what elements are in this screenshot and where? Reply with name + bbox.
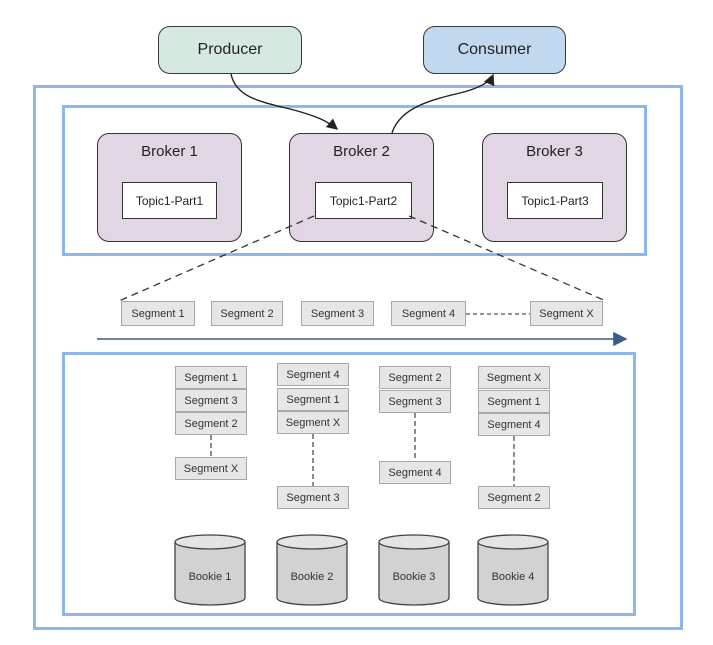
- bookie-4-cylinder: [477, 534, 549, 606]
- stored-segment: Segment 2: [478, 486, 550, 509]
- stored-segment: Segment 1: [478, 390, 550, 413]
- producer-label: Producer: [197, 41, 263, 58]
- producer-node: Producer: [158, 26, 302, 74]
- consumer-node: Consumer: [423, 26, 566, 74]
- bookie-1: Bookie 1: [175, 542, 245, 605]
- producer-to-broker-arrow: [230, 73, 339, 130]
- broker-layer-panel: [62, 105, 647, 256]
- bookie-label: Bookie 2: [290, 571, 334, 583]
- cluster-frame: [33, 85, 683, 630]
- broker-3: Broker 3 Topic1-Part3: [482, 133, 627, 242]
- stored-segment: Segment 1: [175, 366, 247, 389]
- segment-row-item: Segment X: [530, 301, 603, 326]
- stored-segment: Segment X: [478, 366, 550, 389]
- topic-partition: Topic1-Part1: [122, 182, 217, 219]
- segment-row-item: Segment 1: [121, 301, 195, 326]
- stored-segment: Segment 2: [379, 366, 451, 389]
- segment-row-item: Segment 2: [211, 301, 283, 326]
- bookie-label: Bookie 4: [491, 571, 535, 583]
- storage-layer-panel: [62, 352, 636, 616]
- bookie-2-cylinder: [276, 534, 348, 606]
- stored-segment: Segment 1: [277, 388, 349, 411]
- topic-partition: Topic1-Part2: [315, 182, 412, 219]
- stored-segment: Segment 4: [478, 413, 550, 436]
- stored-segment: Segment 4: [277, 363, 349, 386]
- broker-to-consumer-arrow: [391, 73, 495, 134]
- broker-2: Broker 2 Topic1-Part2: [289, 133, 434, 242]
- bookie-1-cylinder: [174, 534, 246, 606]
- stored-segment: Segment 2: [175, 412, 247, 435]
- stored-segment: Segment 3: [175, 389, 247, 412]
- bookie-3: Bookie 3: [379, 542, 449, 605]
- expansion-line-left: [118, 215, 315, 302]
- broker-title: Broker 1: [141, 143, 198, 160]
- segment-row-item: Segment 4: [391, 301, 466, 326]
- stored-segment: Segment X: [277, 411, 349, 434]
- expansion-line-right: [408, 215, 607, 302]
- bookie-3-cylinder: [378, 534, 450, 606]
- bookie-label: Bookie 3: [392, 571, 436, 583]
- broker-title: Broker 2: [333, 143, 390, 160]
- bookie-2: Bookie 2: [277, 542, 347, 605]
- bookie-4: Bookie 4: [478, 542, 548, 605]
- bookie-label: Bookie 1: [188, 571, 232, 583]
- broker-1: Broker 1 Topic1-Part1: [97, 133, 242, 242]
- broker-title: Broker 3: [526, 143, 583, 160]
- stored-segment: Segment 3: [379, 390, 451, 413]
- stored-segment: Segment 4: [379, 461, 451, 484]
- topic-partition: Topic1-Part3: [507, 182, 603, 219]
- stored-segment: Segment X: [175, 457, 247, 480]
- stored-segment: Segment 3: [277, 486, 349, 509]
- consumer-label: Consumer: [457, 41, 532, 58]
- segment-row-item: Segment 3: [301, 301, 374, 326]
